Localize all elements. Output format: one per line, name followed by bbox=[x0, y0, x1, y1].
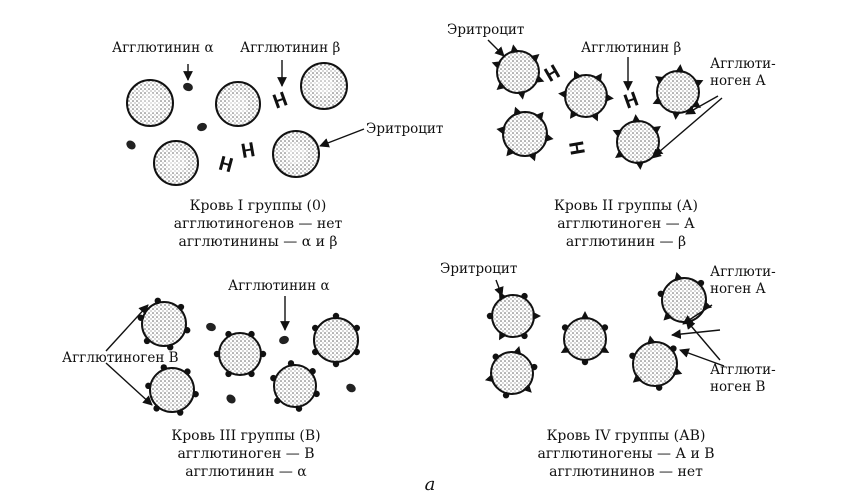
pointer-arrow bbox=[487, 39, 505, 57]
erythrocyte-with-agglutinogen bbox=[612, 114, 664, 170]
erythrocyte-with-agglutinogen bbox=[270, 360, 320, 412]
p1-caption-line-1: Кровь I группы (0) bbox=[190, 198, 327, 214]
erythrocyte-with-agglutinogen bbox=[491, 44, 545, 100]
erythrocyte-with-agglutinogen bbox=[312, 312, 360, 368]
p1-caption-line-3: агглютинины — α и β bbox=[179, 234, 338, 250]
agglutinin-alpha-particle bbox=[279, 335, 289, 345]
p3-caption-line-3: агглютинин — α bbox=[185, 464, 307, 480]
p4-label-agglutinogen-a-line-1: Агглюти- bbox=[710, 264, 776, 280]
p4-caption-line-1: Кровь IV группы (АВ) bbox=[547, 428, 706, 444]
p2-label-agglutinin-beta: Агглютинин β bbox=[581, 40, 681, 56]
erythrocyte bbox=[153, 140, 199, 186]
erythrocyte-with-agglutinogen bbox=[629, 335, 683, 391]
erythrocyte bbox=[215, 81, 261, 127]
pointer-arrow bbox=[651, 97, 723, 159]
figure-letter: а bbox=[425, 474, 436, 495]
p3-label-agglutinogen-b: Агглютиноген В bbox=[62, 350, 179, 366]
erythrocyte-with-agglutinogen bbox=[486, 291, 541, 341]
p2-caption-line-1: Кровь II группы (А) bbox=[554, 198, 698, 214]
agglutinin-alpha-particle bbox=[346, 383, 356, 393]
agglutinin-alpha-particle bbox=[183, 82, 193, 92]
p1-label-agglutinin-alpha: Агглютинин α bbox=[112, 40, 214, 56]
erythrocyte bbox=[300, 62, 348, 110]
arrows-layer bbox=[105, 39, 725, 406]
p2-label-erythrocyte: Эритроцит bbox=[447, 22, 524, 38]
erythrocyte-with-agglutinogen bbox=[213, 330, 267, 378]
erythrocyte-with-agglutinogen bbox=[657, 271, 713, 327]
agglutinin-alpha-particle bbox=[206, 322, 216, 332]
erythrocyte-with-agglutinogen bbox=[484, 345, 538, 399]
p1-caption-line-2: агглютиногенов — нет bbox=[174, 216, 343, 232]
erythrocyte-with-agglutinogen bbox=[558, 70, 614, 122]
pointer-arrow bbox=[494, 279, 504, 297]
agglutinin-beta-molecule bbox=[543, 64, 561, 82]
erythrocyte-with-agglutinogen bbox=[145, 364, 199, 416]
agglutinin-beta-molecule bbox=[272, 91, 288, 109]
pointer-arrow bbox=[105, 362, 153, 406]
p4-label-agglutinogen-a-line-2: ноген А bbox=[710, 281, 766, 297]
p4-label-agglutinogen-b-line-1: Агглюти- bbox=[710, 362, 776, 378]
p2-label-agglutinogen-a-line-1: Агглюти- bbox=[710, 56, 776, 72]
erythrocyte-with-agglutinogen bbox=[137, 297, 191, 351]
p4-label-agglutinogen-b-line-2: ноген В bbox=[710, 379, 765, 395]
p4-label-erythrocyte: Эритроцит bbox=[440, 261, 517, 277]
erythrocyte bbox=[272, 130, 320, 178]
erythrocyte-with-agglutinogen bbox=[496, 106, 554, 162]
agglutinin-beta-molecule bbox=[241, 142, 255, 158]
p1-label-agglutinin-beta: Агглютинин β bbox=[240, 40, 340, 56]
erythrocyte-with-agglutinogen bbox=[652, 64, 704, 120]
p3-label-agglutinin-alpha: Агглютинин α bbox=[228, 278, 330, 294]
p2-caption-line-2: агглютиноген — А bbox=[557, 216, 695, 232]
agglutinin-beta-molecule bbox=[569, 141, 585, 155]
p3-caption-line-1: Кровь III группы (В) bbox=[171, 428, 320, 444]
pointer-arrow bbox=[319, 128, 365, 148]
cells-layer bbox=[126, 44, 713, 416]
agglutinin-alpha-particle bbox=[126, 140, 136, 150]
pointer-arrow bbox=[685, 319, 721, 361]
p1-label-erythrocyte: Эритроцит bbox=[366, 121, 443, 137]
p4-caption-line-3: агглютининов — нет bbox=[549, 464, 703, 480]
pointer-arrow bbox=[685, 95, 719, 115]
p3-caption-line-2: агглютиноген — В bbox=[177, 446, 314, 462]
erythrocyte bbox=[126, 79, 174, 127]
agglutinin-alpha-particle bbox=[197, 122, 207, 132]
p4-caption-line-2: агглютиногены — А и В bbox=[537, 446, 714, 462]
p2-label-agglutinogen-a-line-2: ноген А bbox=[710, 73, 766, 89]
pointer-arrow bbox=[105, 304, 149, 352]
erythrocyte-with-agglutinogen bbox=[560, 311, 610, 366]
agglutinin-beta-molecule bbox=[218, 155, 234, 173]
pointer-arrow bbox=[679, 348, 725, 367]
agglutinin-alpha-particle bbox=[226, 394, 236, 404]
agglutinin-beta-molecule bbox=[623, 91, 639, 109]
p2-caption-line-3: агглютинин — β bbox=[566, 234, 686, 250]
